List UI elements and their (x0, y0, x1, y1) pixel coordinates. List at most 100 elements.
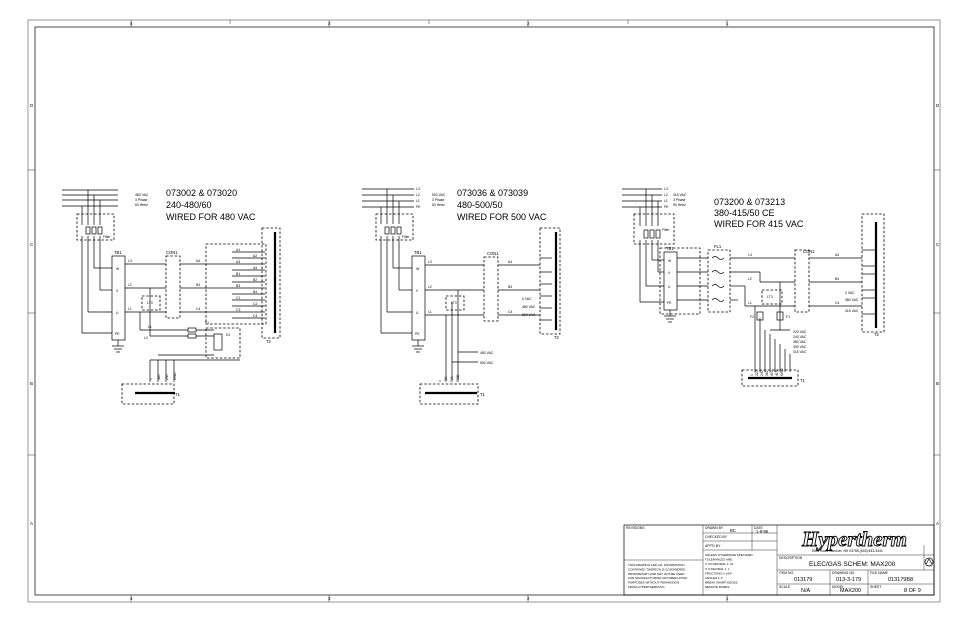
s1-lt-label: LT3 (147, 301, 153, 305)
s2-supply-hz: 50 Hertz (432, 203, 445, 207)
s3-tap-line-380: 380 VAC (793, 340, 807, 344)
schematic-500vac: 073036 & 073039 480-500/50 WIRED FOR 500… (362, 187, 561, 405)
zone-left-a: A (30, 521, 33, 526)
s2-supply-volts: 500 VAC (432, 193, 446, 197)
s2-volt-480: 480 VAC (522, 305, 536, 309)
item-label: ITEM NO. (779, 571, 794, 575)
zone-labels: 4 3 2 1 4 3 2 1 D C B A D C B A (30, 21, 940, 601)
s1-tap-0: 0 (149, 378, 153, 380)
company-logo: Hypertherm (801, 527, 907, 551)
s2-lt-label: LT3 (451, 301, 457, 305)
checked-label: CHECKED BY (705, 535, 728, 539)
s1-bus-terminal: B2 (253, 278, 257, 282)
s2-phase-l2: L2 (416, 193, 420, 197)
file-label: FILE NAME (870, 571, 889, 575)
s1-con-c4: C4 (196, 307, 200, 311)
tolerance-line: X.XX DECIMAL ± .01 (705, 562, 734, 566)
s3-tap-line-415: 415 VAC (793, 350, 807, 354)
zone-bottom-4: 4 (130, 596, 133, 601)
s3-con-b4: B4 (835, 277, 839, 281)
s1-fuse-l2: L2 (144, 336, 148, 340)
s1-bus-terminal: A3 (236, 260, 240, 264)
zone-left-d: D (30, 103, 34, 108)
s2-supply-phase: 3 Phase (432, 198, 445, 202)
zone-top-4: 4 (130, 21, 133, 26)
s3-tap-5: 415 (775, 370, 779, 376)
s2-wire-l2: L2 (428, 285, 432, 289)
s3-t2-label: T2 (874, 332, 880, 337)
s3-con-label: CON1 (803, 249, 815, 254)
s3-lt-label: LT3 (767, 295, 773, 299)
s2-tap-3: GND (456, 374, 460, 382)
drawn-label: DRAWN BY (705, 526, 724, 530)
tolerance-line: TOLERANCES ARE: (705, 558, 733, 562)
s3-fuse-f1: F1 (786, 315, 790, 319)
s1-supply-hz: 60 Hertz (135, 203, 148, 207)
outer-frame (27, 19, 941, 603)
tolerance-line: ANGLES ± 1° (705, 576, 724, 580)
s2-term-v: V (416, 289, 419, 293)
s2-filter-label: Filter (402, 235, 410, 239)
zone-right-b: B (936, 381, 939, 386)
s1-supply-volts: 480 VAC (135, 193, 149, 197)
s1-con-a4: A4 (196, 259, 200, 263)
s3-supply-phase: 3 Phase (673, 198, 686, 202)
zone-top-1: 1 (726, 21, 729, 26)
s1-tap-2: 240 (165, 374, 169, 380)
sheet-label: SHEET (870, 585, 881, 589)
s3-tap-2: 240 (760, 370, 764, 376)
s3-wire-l2: L2 (748, 277, 752, 281)
notice-line: CONTAINED THEREON IS CONSIDERED (628, 567, 686, 571)
notice-line: PROPRIETARY AND MAY NOT BE USED (628, 572, 685, 576)
title-block: REVISIONS DRAWN BY BC DATE 1-9-96 CHECKE… (623, 524, 935, 596)
tolerance-line: UNLESS OTHERWISE SPECIFIED (705, 553, 753, 557)
description-label: DESCRIPTION (779, 556, 803, 560)
description-value: ELEC/GAS SCHEM: MAX200 (809, 561, 896, 568)
s3-wire-l1: L1 (748, 301, 752, 305)
s3-tap-line-400: 400 VAC (793, 345, 807, 349)
s3-t1-label: T1 (800, 378, 806, 383)
s2-part-line: 073036 & 073039 (457, 188, 528, 198)
s2-tb-label: TB1 (414, 250, 422, 255)
notice-line: PURPOSES WITHOUT PERMISSION (628, 581, 679, 585)
s3-filter-label: Filter (662, 228, 670, 232)
drawn-by: BC (730, 528, 736, 533)
s1-t2-label: T2 (266, 339, 272, 344)
s2-con-b4: B4 (508, 285, 512, 289)
s2-con-c4: C4 (508, 310, 512, 314)
s2-term-pe: PE (415, 332, 420, 336)
scale-label: SCALE (779, 585, 791, 589)
s3-supply-hz: 50 Hertz (673, 203, 686, 207)
zone-right-d: D (936, 103, 940, 108)
s1-taps: 0 480 240 GND (149, 372, 177, 380)
s3-term-pe: PE (667, 301, 672, 305)
notice-line: FROM HYPERTHERM INC. (628, 585, 666, 589)
notice-line: FOR MANUFACTURING OR FABRICATION (628, 576, 687, 580)
s3-fl-label: FL1 (714, 244, 722, 249)
s3-wire-l3: L3 (748, 253, 752, 257)
model-label: MODEL (832, 585, 844, 589)
s2-tap-0: 0 (438, 380, 442, 382)
s1-wire-l2: L2 (128, 283, 132, 287)
s1-wired-line: WIRED FOR 480 VAC (166, 212, 256, 222)
drawn-date: 1-9-96 (756, 529, 769, 534)
scale-value: N/A (801, 588, 811, 594)
s3-phase-l3: L3 (664, 187, 668, 191)
s2-tap-1: 480 (444, 376, 448, 382)
s3-tap-6: GND (780, 368, 784, 376)
s2-wire-l1: L1 (428, 310, 432, 314)
s2-tap-line-480: 480 VAC (480, 351, 494, 355)
s3-fuse-f2: F2 (750, 315, 754, 319)
s1-tap-3: GND (173, 372, 177, 380)
schematic-480vac: 073002 & 073020 240-480/60 WIRED FOR 480… (62, 188, 281, 405)
s3-wired-line: WIRED FOR 415 VAC (714, 219, 804, 229)
model-value: MAX200 (840, 588, 861, 594)
s2-wire-l3: L3 (428, 260, 432, 264)
s3-term-v: V (668, 271, 671, 275)
s1-bus-terminal: B1 (236, 272, 240, 276)
s1-filter-label: Filter (103, 235, 111, 239)
s3-phase-l2: L2 (664, 193, 668, 197)
s1-bus-terminal: A4 (253, 266, 257, 270)
s1-bus-terminal: C2 (253, 302, 257, 306)
s3-supply-volts: 415 VAC (673, 193, 687, 197)
